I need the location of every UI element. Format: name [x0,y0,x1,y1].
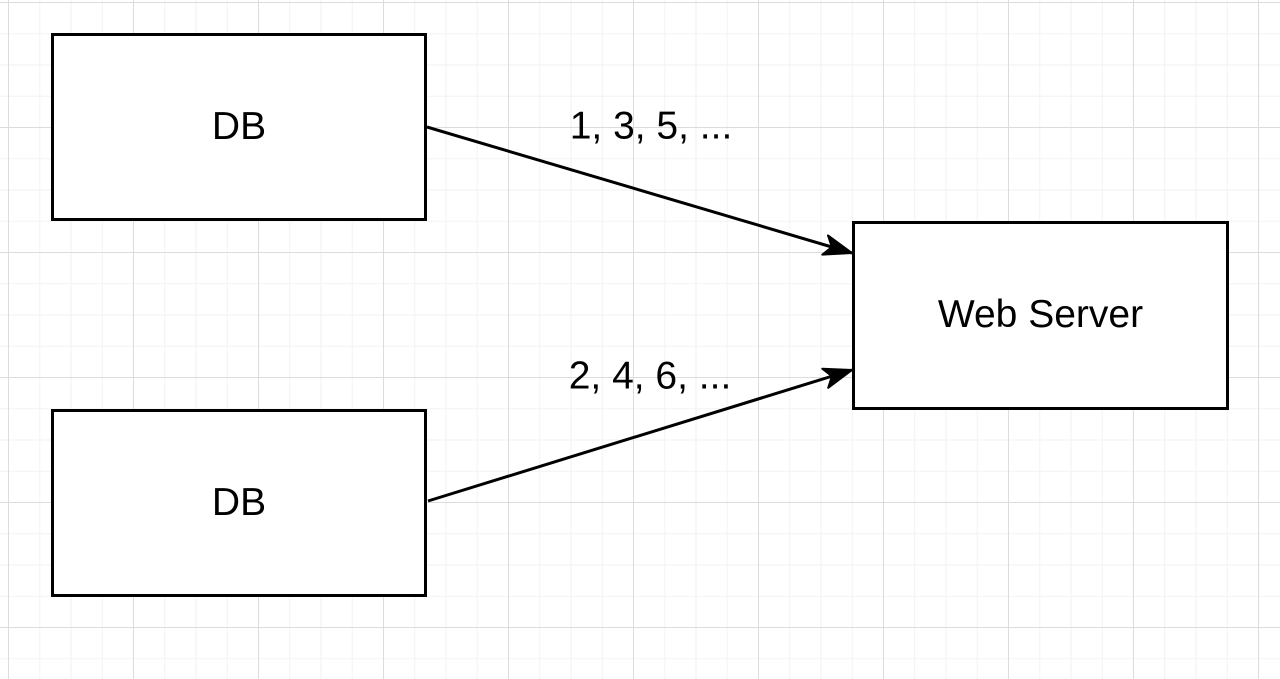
edge-label-odd[interactable]: 1, 3, 5, ... [569,104,733,148]
edge-label-even[interactable]: 2, 4, 6, ... [568,354,732,398]
node-web-server-label: Web Server [937,293,1144,337]
node-db-top-label: DB [211,104,267,148]
node-web-server[interactable]: Web Server [852,221,1229,410]
node-db-bottom-label: DB [211,480,267,524]
node-db-top[interactable]: DB [51,33,427,221]
node-db-bottom[interactable]: DB [51,409,427,597]
